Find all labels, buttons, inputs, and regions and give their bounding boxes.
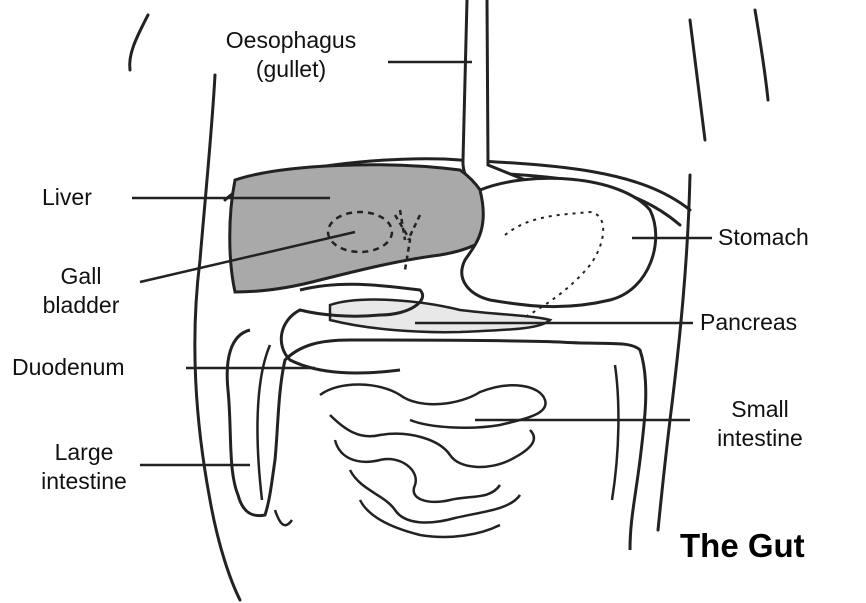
body-outline-right <box>690 20 705 140</box>
diagram-title: The Gut <box>680 527 805 565</box>
label-large-intestine-line2: intestine <box>14 467 154 496</box>
small-intestine <box>320 384 546 536</box>
label-large-intestine: Large intestine <box>14 438 154 496</box>
label-stomach: Stomach <box>718 223 809 252</box>
label-oesophagus: Oesophagus (gullet) <box>206 26 376 84</box>
body-outline-left-torso <box>195 75 240 600</box>
label-liver: Liver <box>42 183 92 212</box>
large-intestine <box>227 330 646 550</box>
label-oesophagus-line2: (gullet) <box>206 55 376 84</box>
body-outline-right-top <box>755 10 768 100</box>
label-pancreas: Pancreas <box>700 308 797 337</box>
label-gall-bladder-line2: bladder <box>26 291 136 320</box>
label-small-intestine-line1: Small <box>690 395 830 424</box>
label-large-intestine-line1: Large <box>14 438 154 467</box>
stomach <box>462 178 656 306</box>
label-oesophagus-line1: Oesophagus <box>206 26 376 55</box>
body-outline-left <box>130 15 148 70</box>
body-outline-right-torso <box>658 175 690 530</box>
label-gall-bladder-line1: Gall <box>26 262 136 291</box>
label-small-intestine-line2: intestine <box>690 424 830 453</box>
label-gall-bladder: Gall bladder <box>26 262 136 320</box>
label-small-intestine: Small intestine <box>690 395 830 453</box>
liver <box>230 165 498 292</box>
label-duodenum: Duodenum <box>12 353 125 382</box>
